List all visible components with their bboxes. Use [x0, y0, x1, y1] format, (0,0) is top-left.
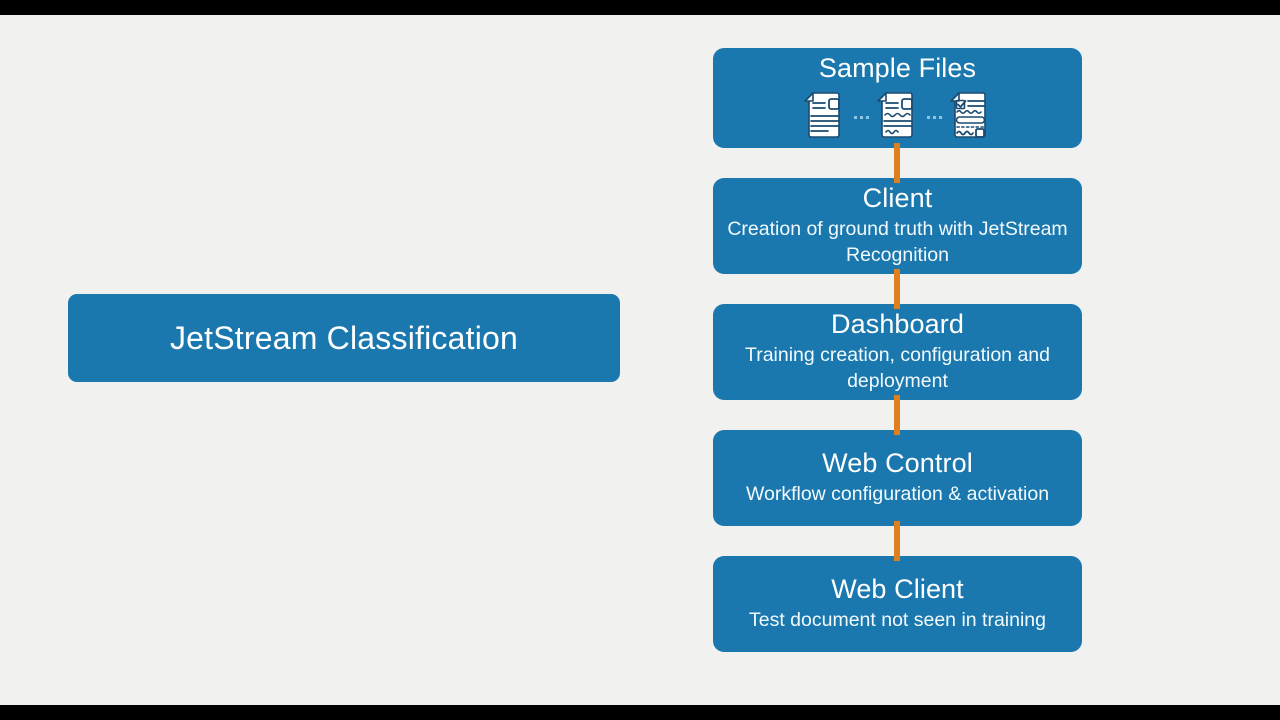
flow-card-subtitle: Creation of ground truth with JetStream … — [727, 217, 1068, 266]
icon-separator-dots — [926, 116, 942, 120]
process-flow-column: Sample Files — [713, 33, 1082, 663]
flow-card-web-control[interactable]: Web Control Workflow configuration & act… — [713, 430, 1082, 526]
jetstream-classification-card[interactable]: JetStream Classification — [68, 294, 620, 382]
flow-card-subtitle: Test document not seen in training — [748, 608, 1046, 631]
flow-card-subtitle: Workflow configuration & activation — [745, 482, 1050, 505]
flow-card-title: Web Control — [822, 448, 973, 479]
flow-card-title: Web Client — [831, 574, 964, 605]
flow-card-sample-files[interactable]: Sample Files — [713, 48, 1082, 148]
flow-card-title: Sample Files — [818, 52, 977, 83]
document-form-icon — [949, 92, 992, 143]
icon-separator-dots — [853, 116, 869, 120]
hero-card-label: JetStream Classification — [169, 319, 519, 356]
connector-sample-files-to-client — [894, 143, 900, 183]
flow-card-client[interactable]: Client Creation of ground truth with Jet… — [713, 178, 1082, 274]
flow-card-subtitle: Training creation, configuration and dep… — [745, 343, 1050, 392]
flow-card-web-client[interactable]: Web Client Test document not seen in tra… — [713, 556, 1082, 652]
connector-client-to-dashboard — [894, 269, 900, 309]
flow-card-title: Dashboard — [831, 309, 964, 340]
connector-web-control-to-web-client — [894, 521, 900, 561]
document-icon — [876, 92, 919, 143]
sample-files-icon-row — [803, 92, 992, 143]
flow-card-dashboard[interactable]: Dashboard Training creation, configurati… — [713, 304, 1082, 400]
connector-dashboard-to-web-control — [894, 395, 900, 435]
letterbox-top-bar — [0, 0, 1280, 15]
flow-card-title: Client — [862, 183, 933, 214]
letterbox-bottom-bar — [0, 705, 1280, 720]
slide-canvas: JetStream Classification Sample Files — [0, 15, 1280, 705]
document-icon — [803, 92, 846, 143]
